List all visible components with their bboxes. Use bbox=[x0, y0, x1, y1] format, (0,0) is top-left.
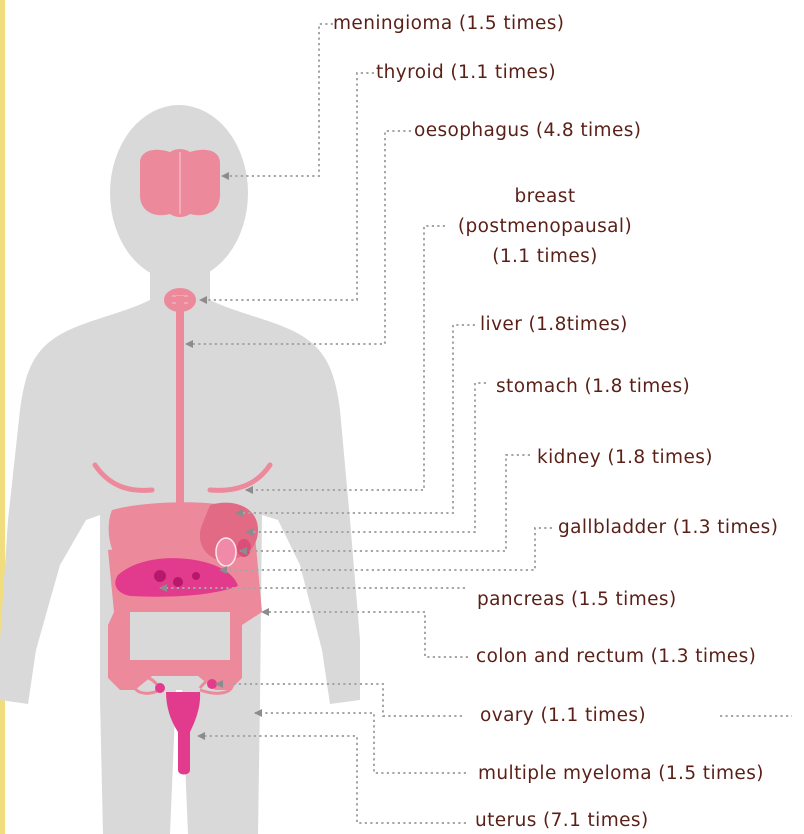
brain bbox=[140, 149, 220, 217]
leader-myeloma bbox=[255, 713, 466, 773]
label-colon: colon and rectum (1.3 times) bbox=[476, 648, 756, 667]
label-gallbladder: gallbladder (1.3 times) bbox=[558, 519, 778, 538]
label-ovary: ovary (1.1 times) bbox=[480, 707, 646, 726]
label-stomach: stomach (1.8 times) bbox=[496, 378, 690, 397]
label-pancreas: pancreas (1.5 times) bbox=[477, 591, 677, 610]
label-myeloma: multiple myeloma (1.5 times) bbox=[478, 765, 764, 784]
label-breast: breast (postmenopausal) (1.1 times) bbox=[440, 182, 650, 272]
label-kidney: kidney (1.8 times) bbox=[537, 449, 713, 468]
label-breast-line3: (1.1 times) bbox=[440, 242, 650, 272]
label-breast-line2: (postmenopausal) bbox=[440, 212, 650, 242]
label-oesophagus: oesophagus (4.8 times) bbox=[414, 122, 641, 141]
label-liver: liver (1.8times) bbox=[480, 316, 628, 335]
label-breast-line1: breast bbox=[440, 182, 650, 212]
gallbladder bbox=[237, 539, 251, 557]
oesophagus bbox=[176, 296, 184, 506]
leader-gallbladder bbox=[220, 528, 552, 570]
label-meningioma: meningioma (1.5 times) bbox=[333, 15, 564, 34]
kidney bbox=[216, 538, 236, 566]
label-thyroid: thyroid (1.1 times) bbox=[376, 64, 556, 83]
label-uterus: uterus (7.1 times) bbox=[475, 812, 649, 831]
leader-colon bbox=[262, 612, 468, 657]
